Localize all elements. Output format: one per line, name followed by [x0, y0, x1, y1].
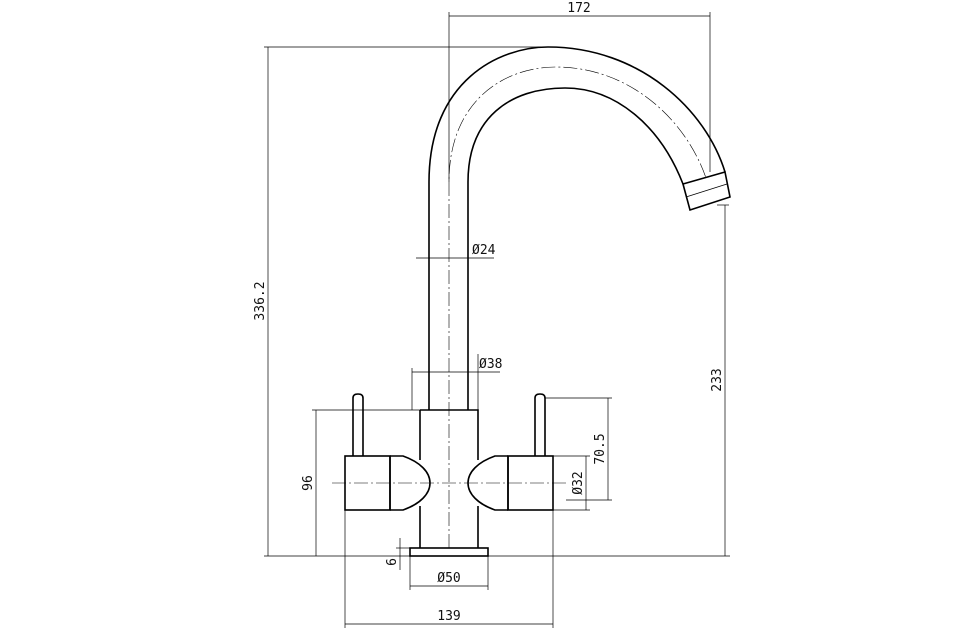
dim-spout-height: 233 [710, 368, 725, 391]
dimension-lines [264, 12, 730, 628]
dim-base-diameter: Ø50 [437, 571, 460, 586]
dim-overall-width: 139 [437, 609, 460, 624]
spout-tip-line [685, 183, 728, 198]
dim-handle-diameter: Ø32 [571, 471, 586, 494]
spout-tip [682, 170, 731, 212]
spout-centre-line [448, 66, 707, 548]
base-plate [409, 547, 489, 557]
right-lever [534, 393, 546, 456]
dimension-labels: 172 336.2 233 Ø24 Ø38 70.5 Ø32 96 6 Ø50 … [253, 1, 725, 624]
spout-outer-edge [428, 46, 726, 410]
dim-spout-reach: 172 [567, 1, 590, 16]
centre-lines [332, 66, 707, 548]
tap-outline [344, 46, 731, 557]
dim-body-height: 96 [301, 475, 316, 491]
dim-body-diameter: Ø38 [479, 357, 502, 372]
dim-handle-height: 70.5 [593, 433, 608, 464]
spout-inner-edge [467, 87, 684, 410]
dim-base-thickness: 6 [385, 558, 400, 566]
dim-spout-diameter: Ø24 [472, 243, 496, 258]
dim-total-height: 336.2 [253, 281, 268, 320]
left-lever [352, 393, 364, 456]
